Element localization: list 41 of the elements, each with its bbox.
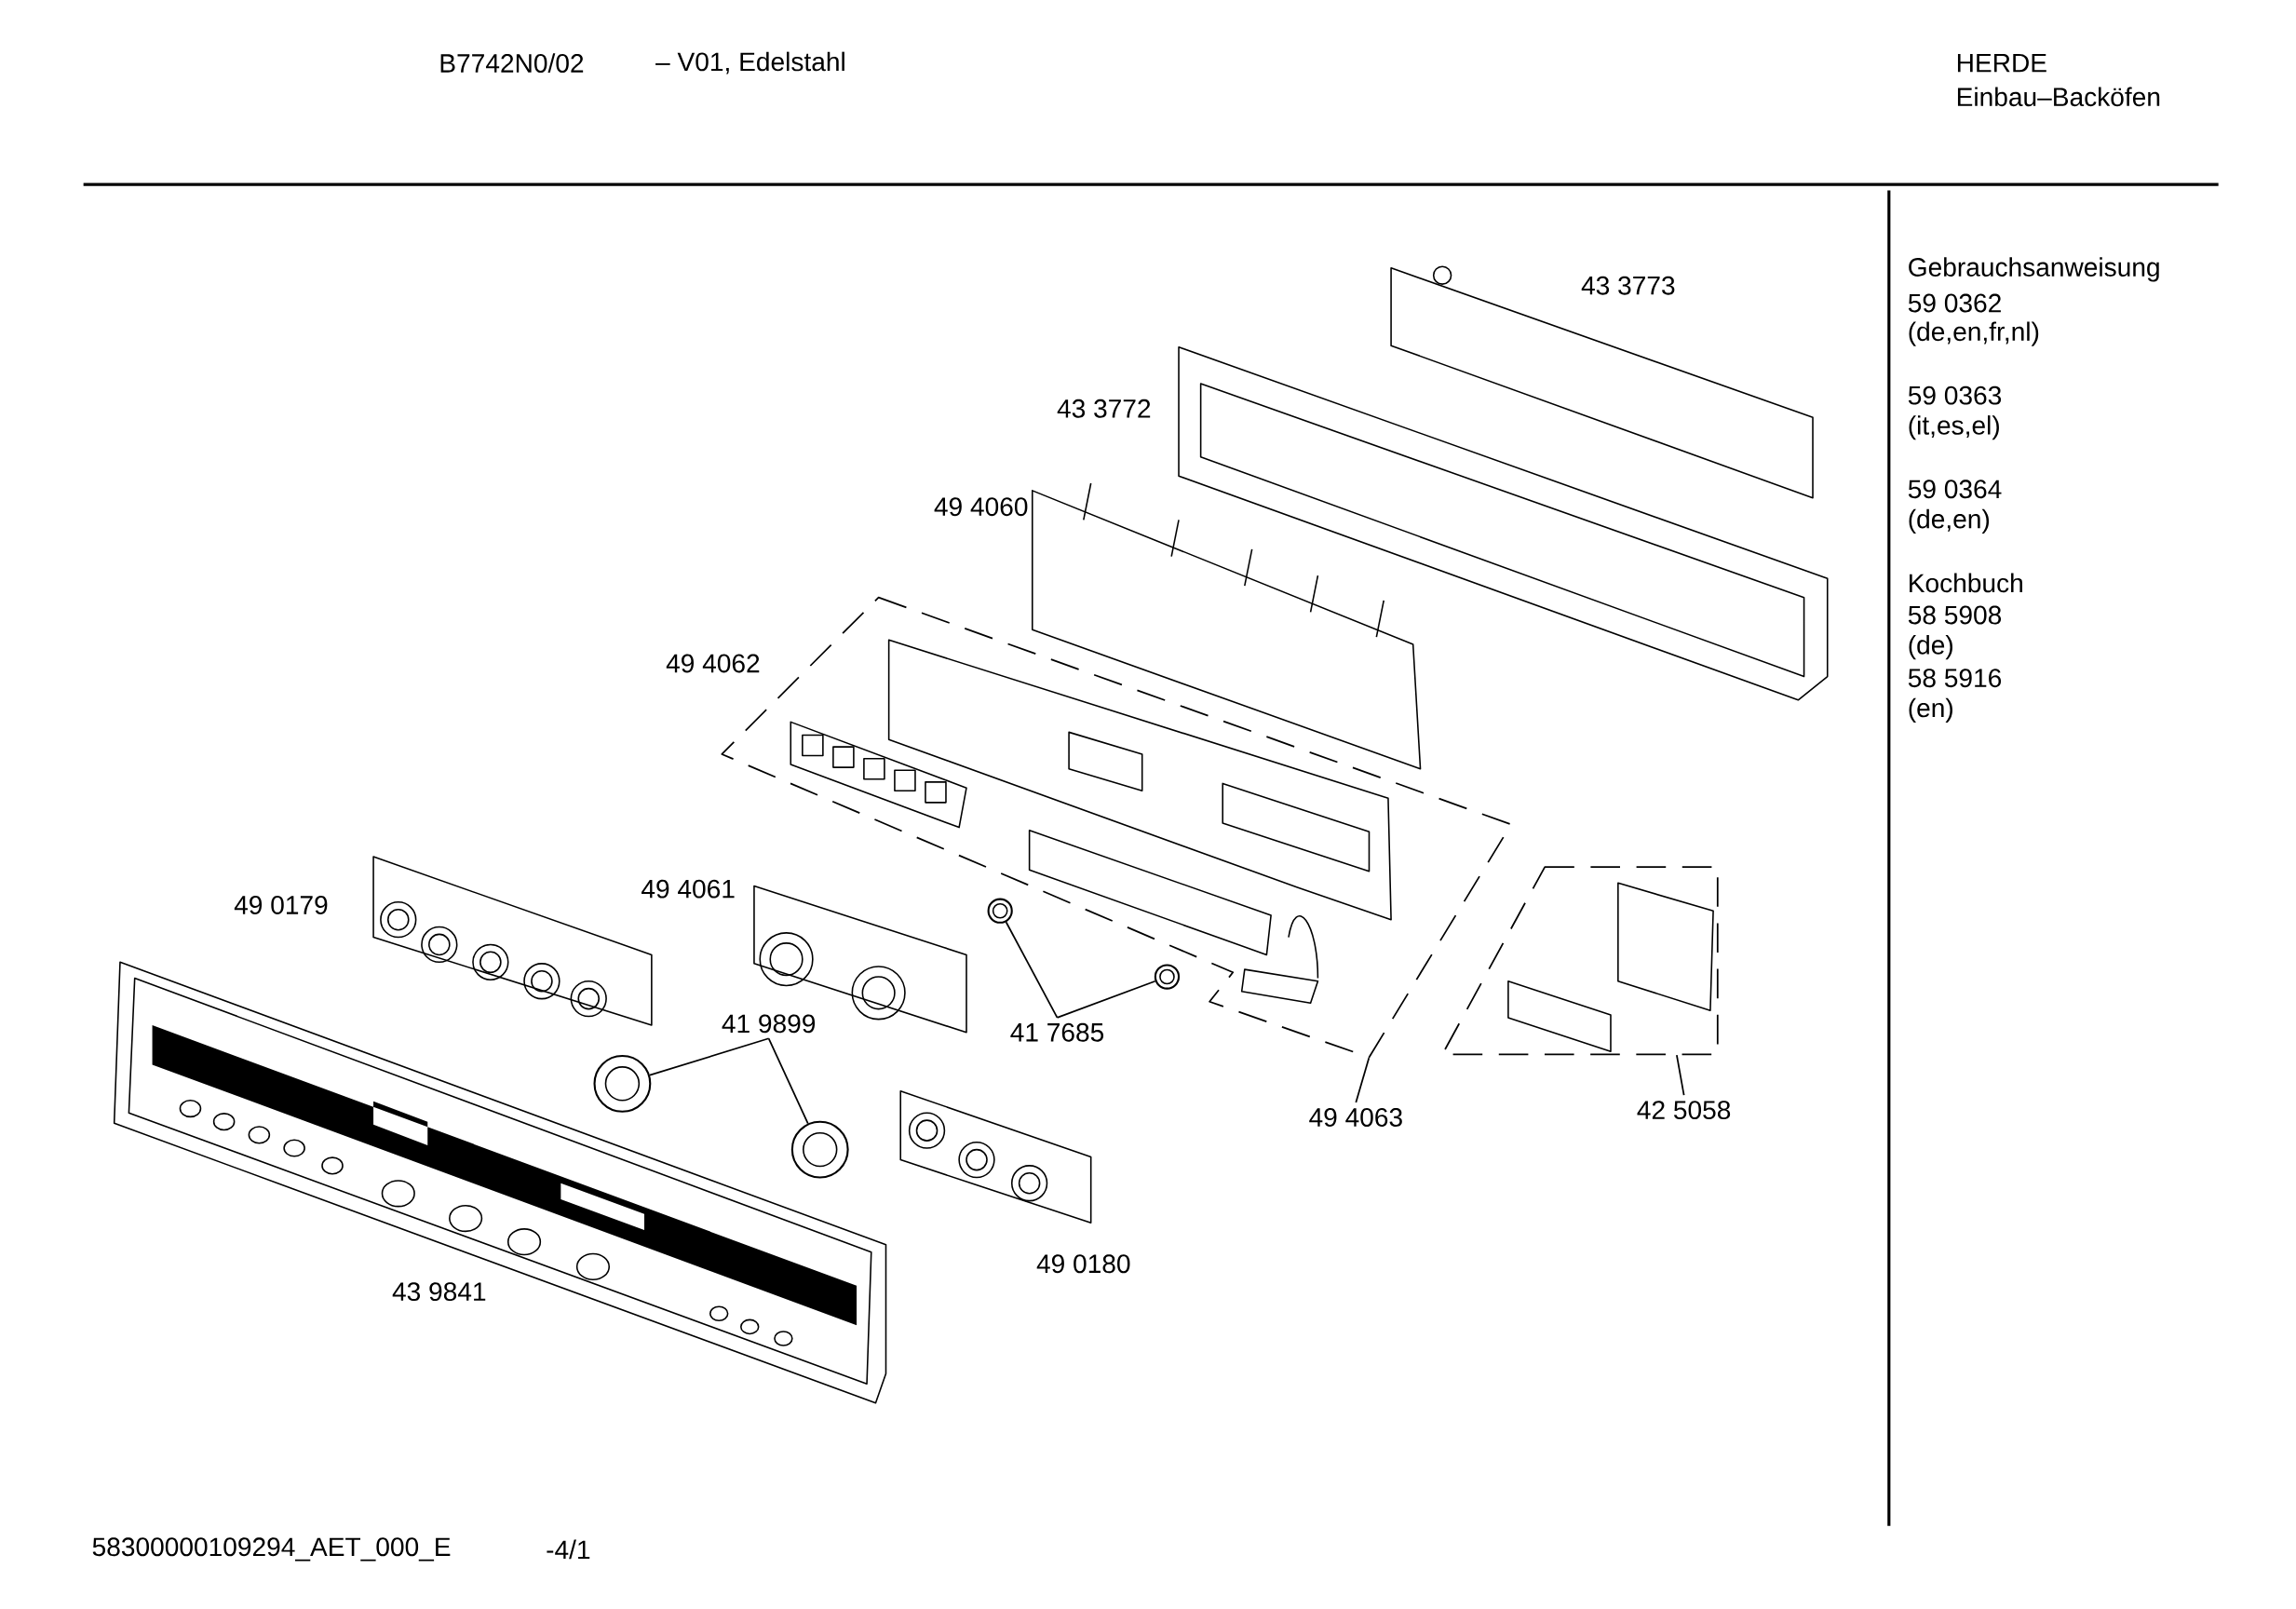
part-number: 49 0179 [234,895,328,914]
manual-reference: (de,en,fr,nl) [1909,321,2039,346]
manual-reference: Gebrauchsanweisung [1909,257,2159,282]
variant-text: – V01, Edelstahl [655,51,844,74]
dashed-group-outline [1441,865,1719,1056]
leader-line [1056,980,1156,1019]
part-number: 49 4060 [934,497,1028,516]
category-text: Einbau–Backöfen [1957,87,2160,106]
leader-line [1676,1054,1685,1096]
manual-reference: (de,en) [1909,508,1990,534]
manual-reference: (de) [1909,634,1952,660]
manual-reference: 58 5908 [1908,605,2002,625]
manual-reference: (en) [1909,697,1952,723]
screw-drawing [1154,964,1181,990]
model-number: B7742N0/02 [440,53,584,73]
part-number: 49 4062 [666,654,760,673]
manual-reference: 58 5916 [1908,669,2002,687]
knob-drawing [790,1120,849,1179]
part-number: 43 3773 [1581,276,1675,295]
part-number: 43 9841 [392,1282,486,1301]
part-number: 41 7685 [1010,1022,1104,1042]
manual-reference: 59 0363 [1908,385,2002,405]
knob-drawing [593,1054,652,1113]
document-code: 58300000109294_AET_000_E [92,1537,451,1562]
leader-line [1005,921,1059,1019]
part-number: 49 0180 [1036,1254,1130,1273]
part-number: 49 4061 [642,879,735,899]
part-number: 49 4063 [1309,1107,1402,1127]
page-number: -4/1 [547,1539,590,1560]
manual-reference: (it,es,el) [1909,414,1999,440]
part-number: 43 3772 [1057,399,1151,418]
manual-reference: 59 0362 [1908,293,2001,313]
leader-line [649,1037,770,1076]
screw-drawing [987,898,1013,924]
category-text: HERDE [1957,53,2046,73]
leader-line [767,1037,809,1125]
part-number: 42 5058 [1637,1101,1731,1119]
manual-reference: Kochbuch [1910,573,2022,593]
manual-reference: 59 0364 [1908,480,2002,499]
leader-line [1355,1057,1371,1103]
part-number: 41 9899 [722,1014,816,1034]
